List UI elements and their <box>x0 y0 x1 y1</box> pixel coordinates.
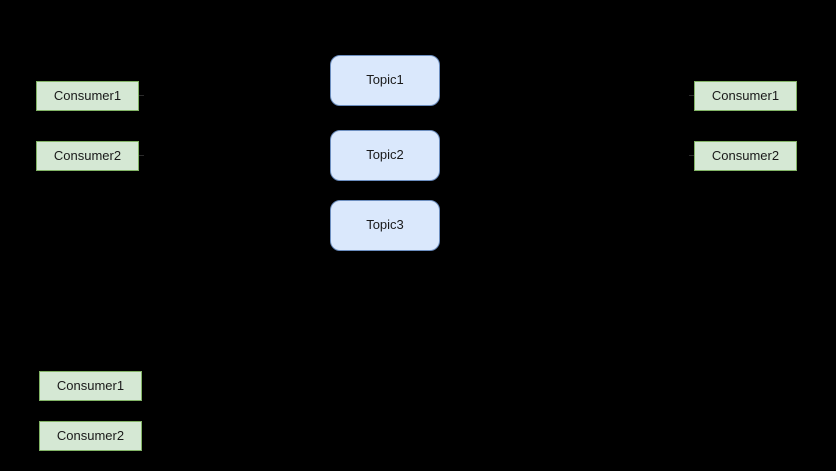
right-consumer-1-box[interactable]: Consumer1 <box>694 81 797 111</box>
bottom-consumer-1-box[interactable]: Consumer1 <box>39 371 142 401</box>
left-consumer-2-label: Consumer2 <box>53 147 122 163</box>
right-consumer-2-box[interactable]: Consumer2 <box>694 141 797 171</box>
left-consumer-2-box[interactable]: Consumer2 <box>36 141 139 171</box>
topic-2-box[interactable]: Topic2 <box>330 130 440 181</box>
right-consumer-2-label: Consumer2 <box>711 147 780 163</box>
left-consumer-1-connector-stub <box>139 95 144 96</box>
bottom-consumer-1-label: Consumer1 <box>56 377 125 393</box>
topic-1-box[interactable]: Topic1 <box>330 55 440 106</box>
topic-3-label: Topic3 <box>366 217 404 233</box>
left-consumer-1-box[interactable]: Consumer1 <box>36 81 139 111</box>
right-consumer-2-connector-stub <box>689 155 694 156</box>
left-consumer-1-label: Consumer1 <box>53 87 122 103</box>
bottom-consumer-2-box[interactable]: Consumer2 <box>39 421 142 451</box>
right-consumer-1-connector-stub <box>689 95 694 96</box>
topic-3-box[interactable]: Topic3 <box>330 200 440 251</box>
left-consumer-2-connector-stub <box>139 155 144 156</box>
topic-2-label: Topic2 <box>366 147 404 163</box>
bottom-consumer-2-label: Consumer2 <box>56 427 125 443</box>
right-consumer-1-label: Consumer1 <box>711 87 780 103</box>
topic-1-label: Topic1 <box>366 72 404 88</box>
